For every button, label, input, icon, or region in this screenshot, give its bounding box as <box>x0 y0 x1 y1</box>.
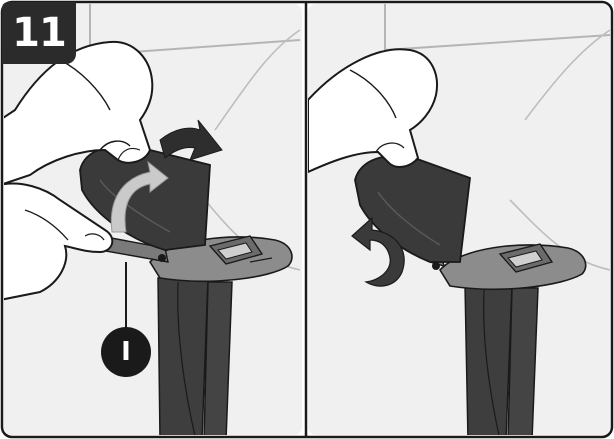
callout-circle <box>101 327 151 377</box>
buckle-icon <box>93 234 293 282</box>
rotate-arrow-icon <box>351 216 405 287</box>
step-number: 11 <box>12 10 67 56</box>
callout-label: I <box>121 337 131 367</box>
step-number-badge: 11 <box>2 2 76 64</box>
panel-left <box>4 4 302 435</box>
strap-icon <box>157 277 233 435</box>
panel-right <box>308 4 610 435</box>
lift-arrow-icon <box>110 160 169 233</box>
hand-icon <box>308 48 438 174</box>
hand-icon <box>4 182 114 302</box>
